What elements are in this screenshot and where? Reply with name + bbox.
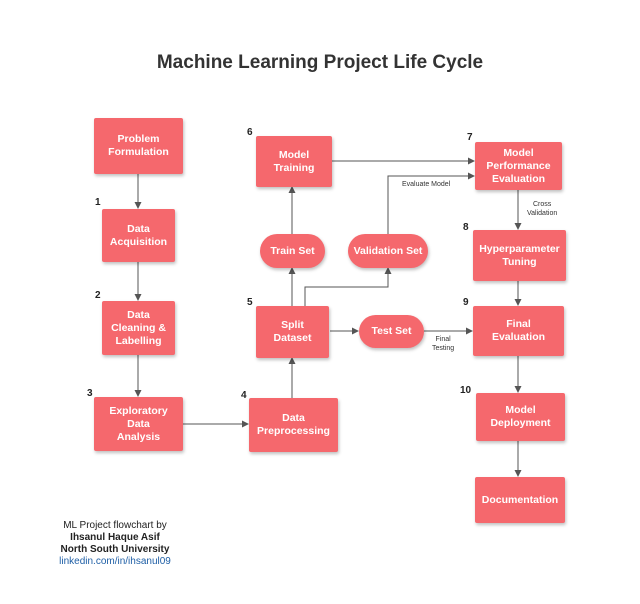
edge-validationset-performance: [387, 172, 475, 234]
credit-organization: North South University: [60, 544, 170, 555]
step-number-7: 7: [467, 132, 473, 143]
step-number-9: 9: [463, 297, 469, 308]
label-final-testing: Final Testing: [432, 336, 455, 352]
step-number-6: 6: [247, 127, 253, 138]
label-evaluate-model: Evaluate Model: [402, 181, 451, 188]
step-number-4: 4: [241, 390, 247, 401]
credit-block: ML Project flowchart by Ihsanul Haque As…: [40, 520, 190, 568]
node-split-dataset: Split Dataset: [256, 306, 329, 358]
step-number-3: 3: [87, 388, 93, 399]
node-final-evaluation: Final Evaluation: [473, 306, 564, 356]
node-data-preprocessing: Data Preprocessing: [249, 398, 338, 452]
credit-line: ML Project flowchart by: [63, 520, 167, 531]
step-number-5: 5: [247, 297, 253, 308]
credit-link[interactable]: linkedin.com/in/ihsanul09: [59, 556, 171, 567]
step-number-10: 10: [460, 385, 472, 396]
node-problem-formulation: Problem Formulation: [94, 118, 183, 174]
step-number-8: 8: [463, 222, 469, 233]
node-validation-set: Validation Set: [348, 234, 428, 268]
node-data-acquisition: Data Acquisition: [102, 209, 175, 262]
page-title: Machine Learning Project Life Cycle: [156, 52, 484, 73]
label-cross-validation: Cross Validation: [527, 201, 558, 217]
node-model-deployment: Model Deployment: [476, 393, 565, 441]
node-model-performance: Model Performance Evaluation: [475, 142, 562, 190]
node-exploratory-analysis: Exploratory Data Analysis: [94, 397, 183, 451]
step-number-2: 2: [95, 290, 101, 301]
node-hyperparameter-tuning: Hyperparameter Tuning: [473, 230, 566, 281]
credit-author: Ihsanul Haque Asif: [70, 532, 160, 543]
edge-split-validationset: [304, 267, 392, 306]
step-number-1: 1: [95, 197, 101, 208]
node-data-cleaning: Data Cleaning & Labelling: [102, 301, 175, 355]
node-documentation: Documentation: [475, 477, 565, 523]
node-test-set: Test Set: [359, 315, 424, 348]
node-train-set: Train Set: [260, 234, 325, 268]
node-model-training: Model Training: [256, 136, 332, 187]
